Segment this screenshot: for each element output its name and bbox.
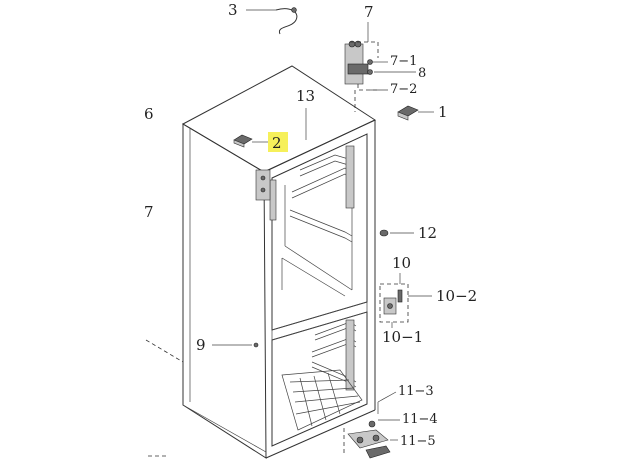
callout-2: 2	[272, 134, 282, 152]
part-12-plug-icon	[379, 229, 389, 237]
callout-13: 13	[296, 87, 315, 105]
cabinet-body	[181, 65, 377, 459]
callout-6: 6	[144, 105, 154, 123]
callout-11-3: 11−3	[398, 384, 434, 399]
callout-11-5: 11−5	[400, 434, 436, 449]
part-11-bottom-hinge-icon	[347, 420, 391, 459]
callout-11-4: 11−4	[402, 412, 438, 427]
callout-7-1: 7−1	[390, 54, 417, 69]
part-3-wire-icon	[275, 7, 298, 35]
part-2-top-cap-icon	[233, 134, 253, 148]
callout-10-2: 10−2	[436, 287, 477, 305]
front-bracket	[255, 169, 271, 201]
part-7-top-hinge-icon	[344, 40, 373, 85]
door-outline-dashed	[145, 339, 184, 457]
callout-12: 12	[418, 224, 437, 242]
callout-3: 3	[228, 1, 238, 19]
part-1-hinge-cap-icon	[397, 105, 419, 121]
callout-9: 9	[196, 336, 206, 354]
callout-10-1: 10−1	[382, 328, 423, 346]
upper-rails	[269, 145, 355, 243]
callout-10: 10	[392, 254, 411, 272]
callout-7-side: 7	[144, 203, 154, 221]
callout-7: 7	[364, 3, 374, 21]
part-9-screw-icon	[253, 342, 259, 348]
callout-7-2: 7−2	[390, 82, 417, 97]
callout-2-highlight	[268, 132, 288, 152]
callout-8: 8	[418, 66, 426, 81]
part-10-middle-hinge-icon	[383, 289, 403, 315]
callout-1: 1	[438, 103, 448, 121]
lower-rails	[281, 319, 363, 431]
